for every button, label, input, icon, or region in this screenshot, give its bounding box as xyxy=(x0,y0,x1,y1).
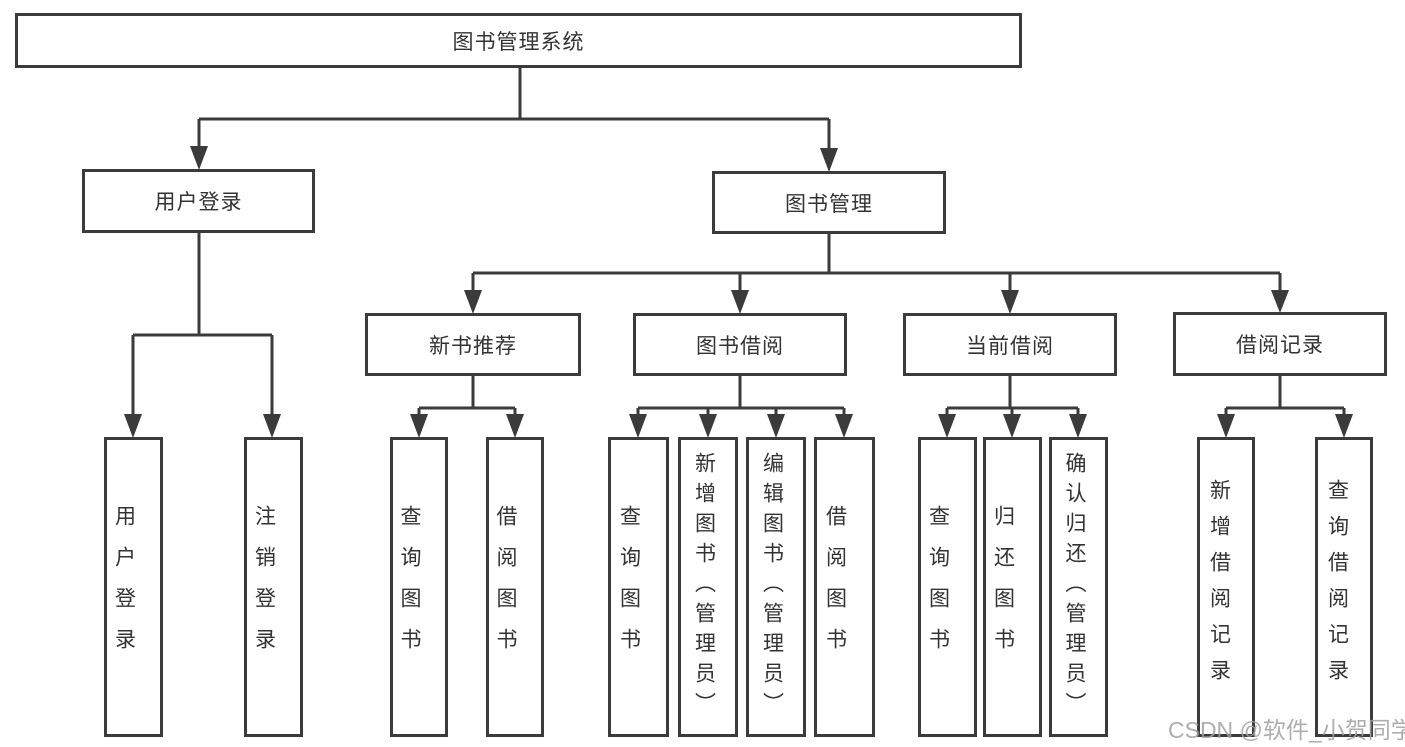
leaf-user-login: 用户登录 xyxy=(104,437,163,737)
leaf-current-query-books: 查询图书 xyxy=(918,437,977,737)
leaf-current-return-books: 归还图书 xyxy=(983,437,1042,737)
leaf-borrow-query-books: 查询图书 xyxy=(608,437,669,737)
leaf-records-add-record: 新增借阅记录 xyxy=(1197,437,1255,737)
csdn-watermark: CSDN @软件_小贺同学 xyxy=(1168,717,1405,743)
node-new-book-recommend: 新书推荐 xyxy=(365,313,581,376)
node-borrow-records: 借阅记录 xyxy=(1173,312,1387,376)
node-user-login: 用户登录 xyxy=(82,169,315,233)
leaf-newbooks-query-books: 查询图书 xyxy=(390,437,448,737)
leaf-records-query-record: 查询借阅记录 xyxy=(1315,437,1373,737)
leaf-logout: 注销登录 xyxy=(244,437,303,737)
node-book-management: 图书管理 xyxy=(712,171,946,234)
leaf-borrow-add-books-admin: 新增图书（管理员） xyxy=(678,437,738,737)
node-library-system: 图书管理系统 xyxy=(15,13,1022,68)
node-current-borrow: 当前借阅 xyxy=(903,313,1117,376)
leaf-borrow-borrow-books: 借阅图书 xyxy=(814,437,875,737)
node-book-borrow: 图书借阅 xyxy=(633,313,847,376)
leaf-newbooks-borrow-books: 借阅图书 xyxy=(486,437,544,737)
leaf-current-confirm-return-admin: 确认归还（管理员） xyxy=(1049,437,1108,737)
leaf-borrow-edit-books-admin: 编辑图书（管理员） xyxy=(746,437,806,737)
